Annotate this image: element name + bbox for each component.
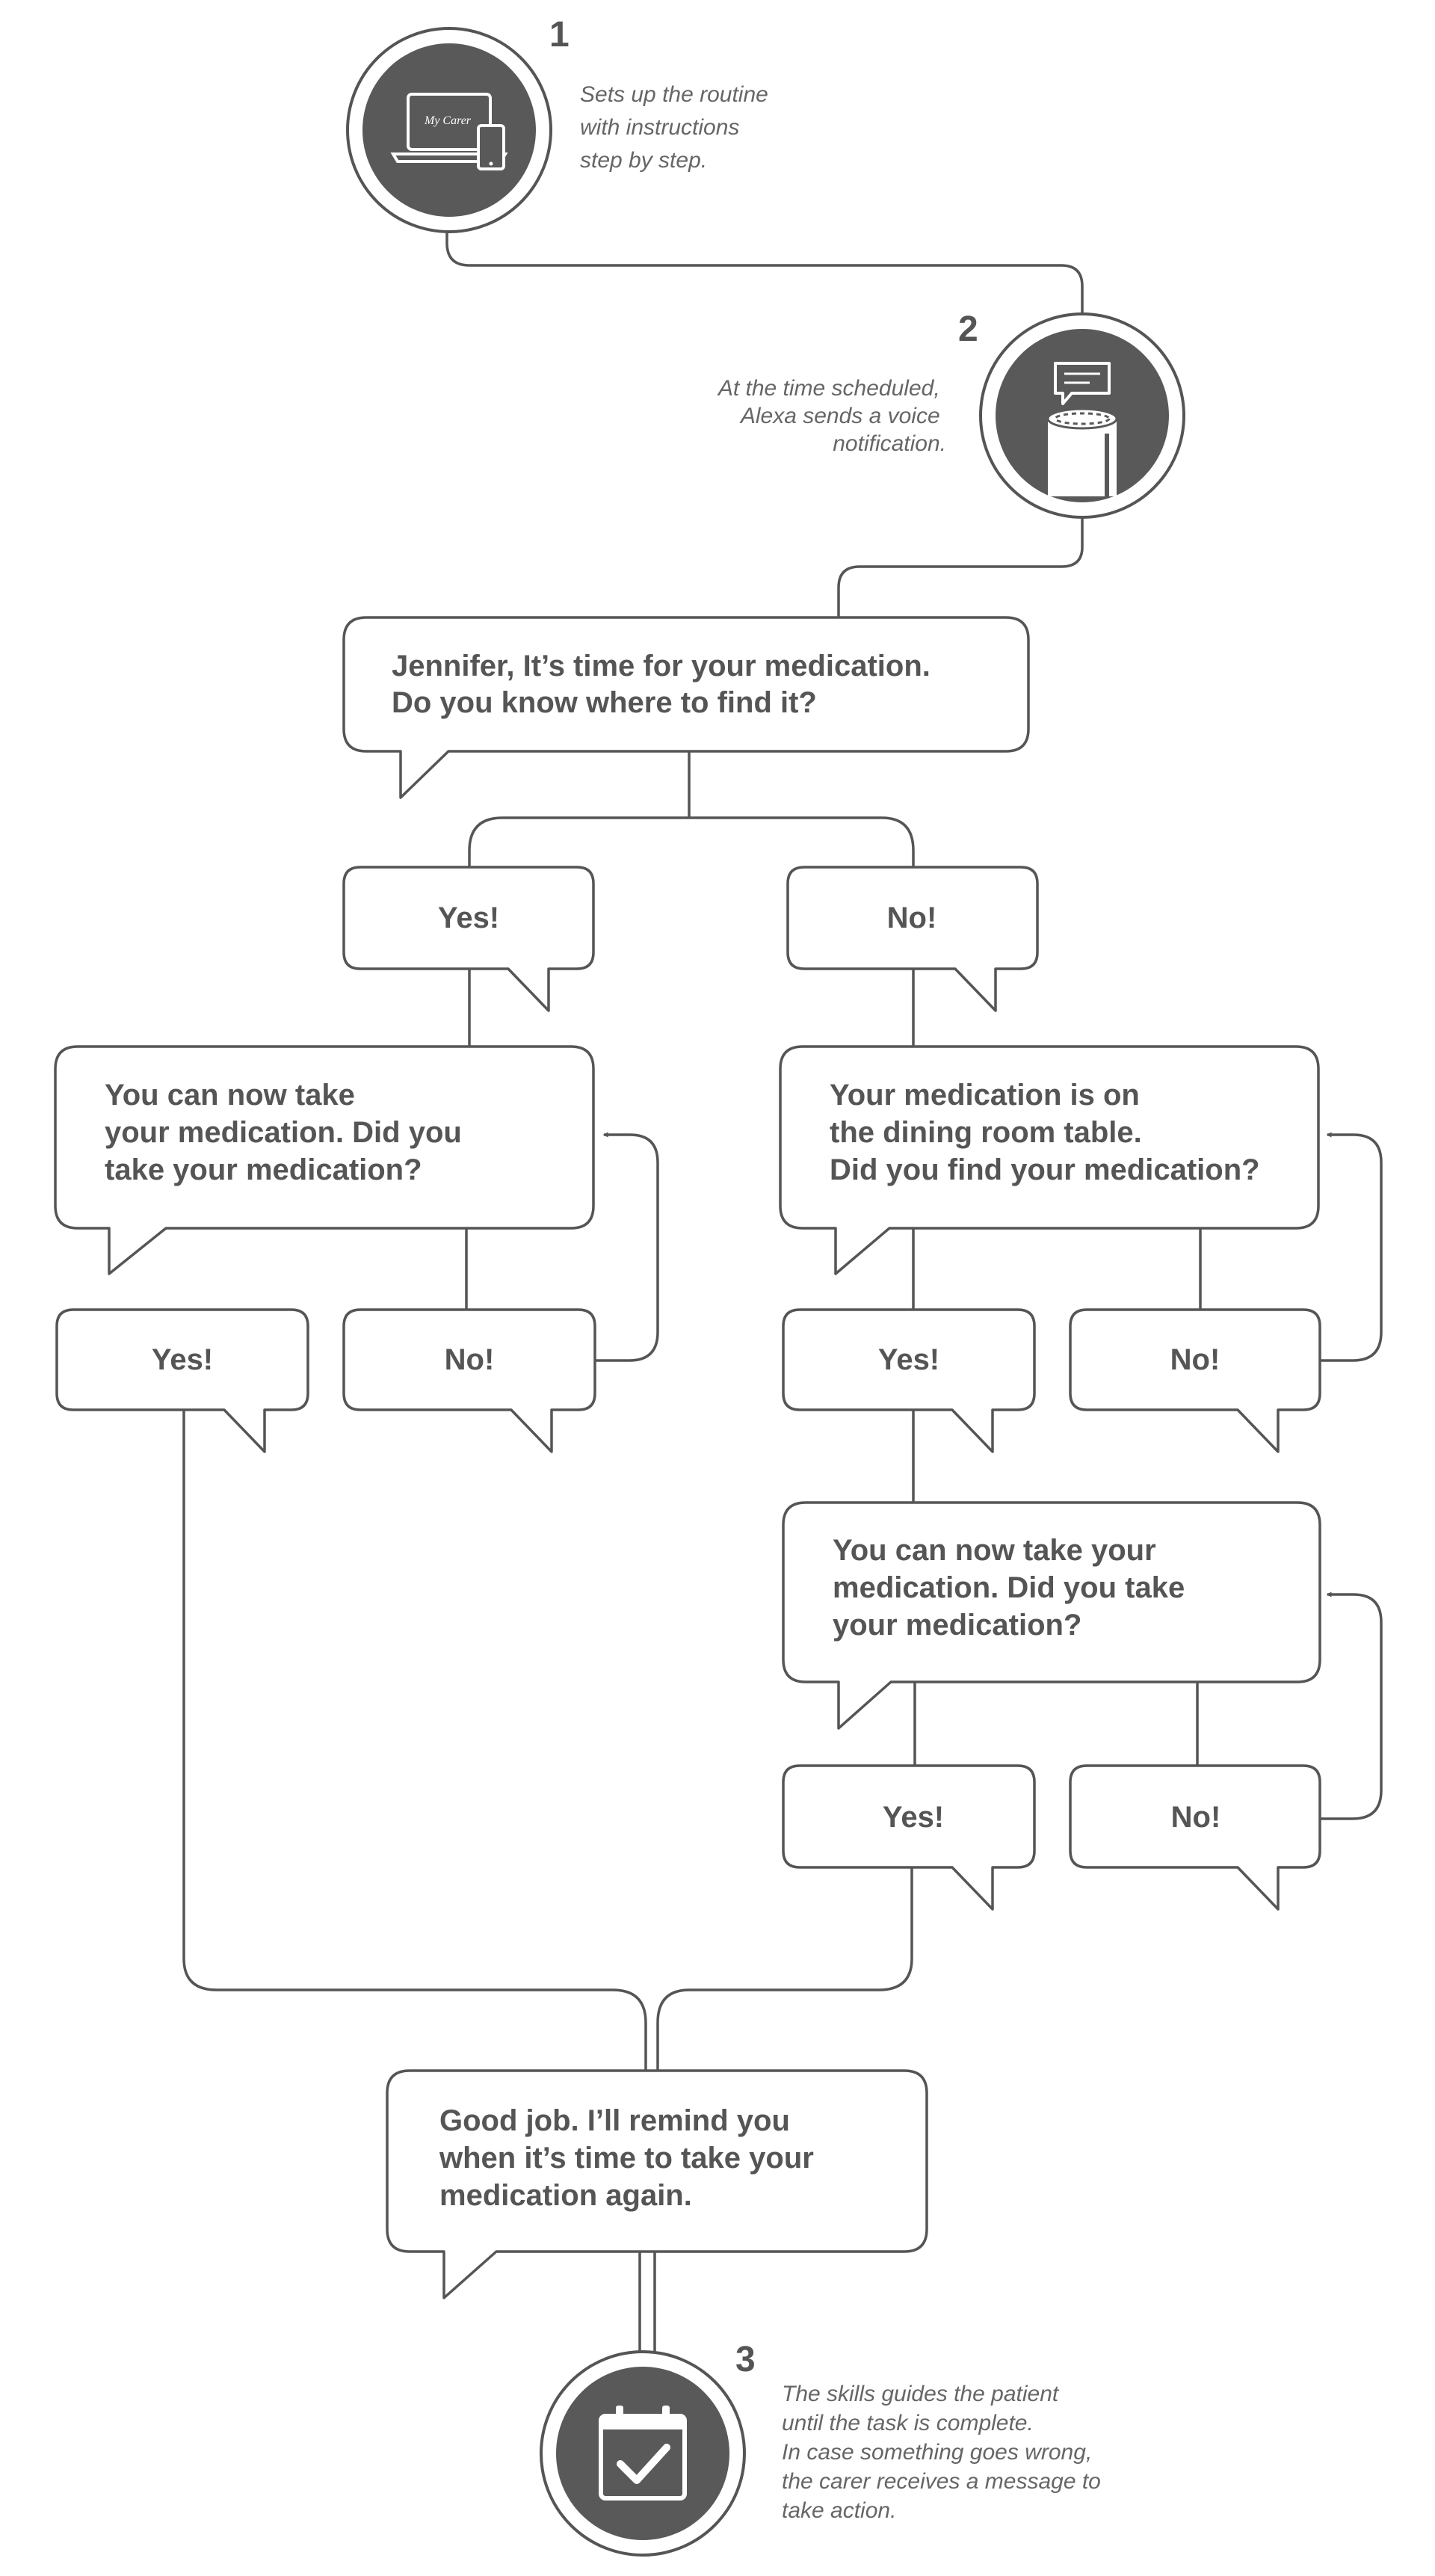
- message-text: You can now take your medication. Did yo…: [105, 1079, 470, 1186]
- answer-label: Yes!: [878, 1343, 939, 1376]
- step-number: 2: [958, 309, 978, 349]
- answer-no-1: No!: [786, 866, 1039, 1012]
- speech-bubble: [782, 1764, 1036, 1911]
- brand-label: My Carer: [424, 114, 472, 127]
- loop-arrow-left-no: [595, 1132, 659, 1362]
- speech-bubble: [342, 866, 595, 1012]
- message-take-right: You can now take your medication. Did yo…: [782, 1501, 1321, 1730]
- answer-yes-1: Yes!: [342, 866, 595, 1012]
- answer-yes-right: Yes!: [782, 1764, 1036, 1911]
- speech-bubble: [386, 2069, 928, 2299]
- connector-step1-step2: [445, 230, 1084, 315]
- connector-right-yes-to-final: [656, 1867, 913, 2071]
- message-take-left: You can now take your medication. Did yo…: [54, 1045, 595, 1275]
- step-1: 1 My Carer Sets up the routine with inst…: [346, 15, 774, 233]
- speech-bubble: [1069, 1764, 1321, 1911]
- connector-intro-split: [468, 751, 915, 867]
- speech-bubble: [55, 1308, 309, 1453]
- message-location: Your medication is on the dining room ta…: [779, 1045, 1320, 1275]
- step-1-disc: [362, 43, 536, 217]
- step-2-note: At the time scheduled, Alexa sends a voi…: [717, 376, 946, 456]
- message-text: Good job. I’ll remind you when it’s time…: [439, 2104, 822, 2212]
- connector-step2-intro: [837, 516, 1084, 617]
- step-3-note: The skills guides the patient until the …: [782, 2382, 1107, 2523]
- answer-no-location: No!: [1069, 1308, 1321, 1453]
- answer-no-right: No!: [1069, 1764, 1321, 1911]
- loop-arrow-right-no: [1320, 1591, 1383, 1820]
- answer-label: No!: [1170, 1343, 1220, 1376]
- message-final: Good job. I’ll remind you when it’s time…: [386, 2069, 928, 2299]
- answer-label: Yes!: [883, 1801, 944, 1834]
- answer-no-left: No!: [342, 1308, 596, 1453]
- speech-bubble: [54, 1045, 595, 1275]
- answer-yes-location: Yes!: [782, 1308, 1036, 1453]
- speech-bubble: [782, 1308, 1036, 1453]
- step-2: 2 At the time scheduled, Alexa sends a v…: [717, 309, 1185, 519]
- loop-arrow-location-no: [1320, 1132, 1383, 1362]
- connector-left-yes-to-final: [182, 1410, 647, 2071]
- step-1-note: Sets up the routine with instructions st…: [580, 82, 774, 173]
- speech-bubble: [786, 866, 1039, 1012]
- speech-bubble: [782, 1501, 1321, 1730]
- step-number: 1: [549, 15, 570, 55]
- connector-final-to-step3: [638, 2252, 656, 2353]
- message-intro: Jennifer, It’s time for your medication.…: [342, 616, 1030, 799]
- step-3-disc: [556, 2367, 729, 2540]
- laptop-phone-icon: My Carer: [390, 93, 508, 170]
- speech-bubble: [779, 1045, 1320, 1275]
- smart-speaker-icon: [1046, 407, 1118, 496]
- chat-bubble-icon: [1054, 362, 1111, 405]
- speech-bubble: [342, 1308, 596, 1453]
- answer-yes-left: Yes!: [55, 1308, 309, 1453]
- answer-label: No!: [445, 1343, 495, 1376]
- connectors: [182, 230, 1383, 2353]
- message-text: Your medication is on the dining room ta…: [830, 1079, 1260, 1186]
- message-text: Jennifer, It’s time for your medication.…: [392, 650, 939, 719]
- calendar-check-icon: [599, 2406, 687, 2500]
- answer-label: Yes!: [438, 902, 499, 934]
- step-number: 3: [735, 2340, 756, 2379]
- answer-label: No!: [887, 902, 937, 934]
- step-3: 3 The skills guides the patient until th…: [540, 2340, 1107, 2557]
- answer-label: No!: [1171, 1801, 1221, 1834]
- message-text: You can now take your medication. Did yo…: [833, 1534, 1193, 1642]
- answer-label: Yes!: [152, 1343, 213, 1376]
- speech-bubble: [342, 616, 1030, 799]
- speech-bubble: [1069, 1308, 1321, 1453]
